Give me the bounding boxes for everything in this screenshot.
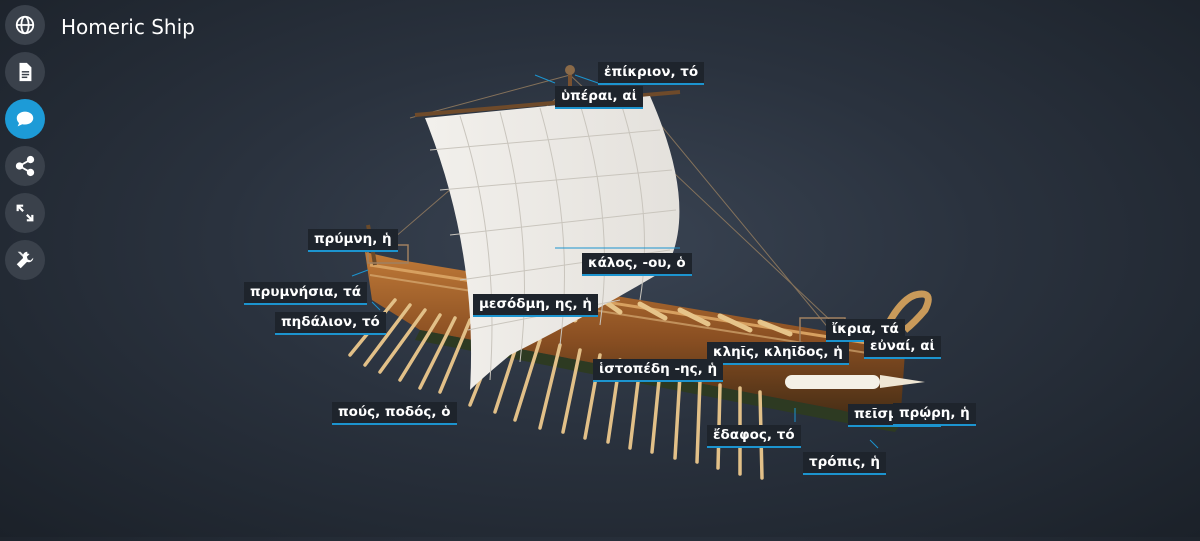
label-uperai[interactable]: ὑπέραι, αἱ	[555, 86, 643, 109]
label-pous[interactable]: πούς, ποδός, ὁ	[332, 402, 457, 425]
label-eunai[interactable]: εὐναί, αἱ	[864, 336, 941, 359]
tools-button[interactable]	[5, 240, 45, 280]
share-icon	[15, 155, 35, 177]
label-istopede[interactable]: ἱστοπέδη -ης, ἡ	[593, 359, 724, 382]
label-kleis[interactable]: κληῖς, κληῖδος, ἡ	[707, 342, 849, 365]
label-epikrion[interactable]: ἐπίκριον, τό	[598, 62, 705, 85]
label-prore[interactable]: πρῴρη, ἡ	[893, 403, 976, 426]
document-icon	[19, 62, 32, 82]
chat-bubble-icon	[16, 111, 34, 127]
fullscreen-icon	[16, 204, 34, 222]
share-button[interactable]	[5, 146, 45, 186]
label-pedalion[interactable]: πηδάλιον, τό	[275, 312, 386, 335]
document-button[interactable]	[5, 52, 45, 92]
label-edaphos[interactable]: ἔδαφος, τό	[707, 425, 801, 448]
annotations-button[interactable]	[5, 99, 45, 139]
page-title: Homeric Ship	[61, 15, 195, 39]
label-prumne[interactable]: πρύμνη, ἡ	[308, 229, 398, 252]
globe-button[interactable]	[5, 5, 45, 45]
label-kalos[interactable]: κάλος, -ου, ὁ	[582, 253, 692, 276]
label-prumnesia[interactable]: πρυμνήσια, τά	[244, 282, 367, 305]
tools-icon	[16, 251, 34, 269]
globe-icon	[15, 15, 35, 35]
label-tropis[interactable]: τρόπις, ἡ	[803, 452, 886, 475]
label-mesodme[interactable]: μεσόδμη, ης, ἡ	[473, 294, 598, 317]
side-toolbar	[5, 5, 47, 287]
fullscreen-button[interactable]	[5, 193, 45, 233]
